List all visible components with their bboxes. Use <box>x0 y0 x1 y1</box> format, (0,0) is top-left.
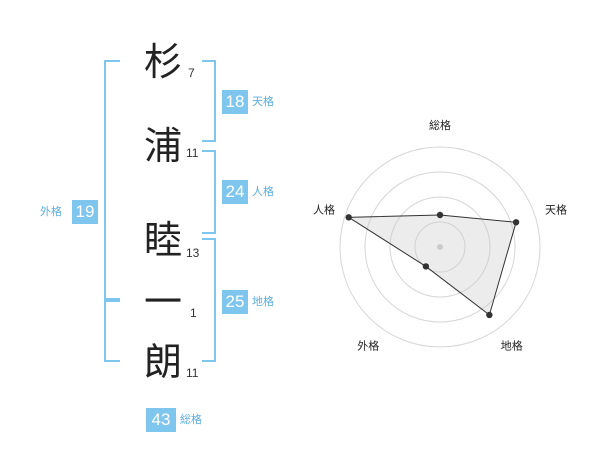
radar-point-2 <box>512 219 520 226</box>
radar-polygon <box>347 214 517 316</box>
tenkaku-bracket <box>202 60 216 142</box>
radar-axis-label-2: 天格 <box>545 202 567 216</box>
radar-point-1 <box>436 211 444 219</box>
name-char-3: 睦 <box>143 218 182 262</box>
radar-point-3 <box>486 311 493 319</box>
tenkaku-label: 天格 <box>252 95 274 108</box>
stroke-count-2: 11 <box>186 146 199 160</box>
radar-axis-label-1: 総格 <box>429 118 451 132</box>
radar-axis-label-3: 地格 <box>501 339 523 353</box>
radar-center <box>437 244 443 250</box>
tenkaku-badge: 18 <box>222 90 248 114</box>
name-char-1: 杉 <box>143 40 182 84</box>
soukaku-label: 総格 <box>180 413 202 426</box>
chikaku-badge: 25 <box>222 290 248 314</box>
jinkaku-bracket <box>202 150 216 234</box>
gaikaku-label: 外格 <box>40 205 62 218</box>
chikaku-bracket <box>202 238 216 362</box>
radar-point-5 <box>345 214 352 221</box>
radar-axis-label-4: 外格 <box>357 339 379 353</box>
soukaku-badge: 43 <box>146 408 176 432</box>
gaikaku-badge: 19 <box>72 200 98 224</box>
chikaku-label: 地格 <box>252 295 274 308</box>
stroke-count-5: 11 <box>186 366 199 380</box>
jinkaku-badge: 24 <box>222 180 248 204</box>
stroke-count-4: 1 <box>190 306 197 320</box>
name-char-4: 一 <box>143 280 182 324</box>
gaikaku-bracket-bottom <box>104 298 120 362</box>
radar-ring <box>414 221 466 273</box>
radar-ring <box>389 196 491 298</box>
radar-ring <box>364 171 516 323</box>
gaikaku-bracket-top <box>104 60 120 302</box>
radar-point-4 <box>422 263 430 270</box>
name-char-2: 浦 <box>143 124 182 168</box>
jinkaku-label: 人格 <box>252 185 274 198</box>
radar-ring <box>339 146 541 348</box>
stroke-count-3: 13 <box>186 246 200 260</box>
stroke-count-1: 7 <box>188 66 195 80</box>
radar-axis-label-5: 人格 <box>313 202 335 216</box>
name-char-5: 朗 <box>143 340 182 384</box>
